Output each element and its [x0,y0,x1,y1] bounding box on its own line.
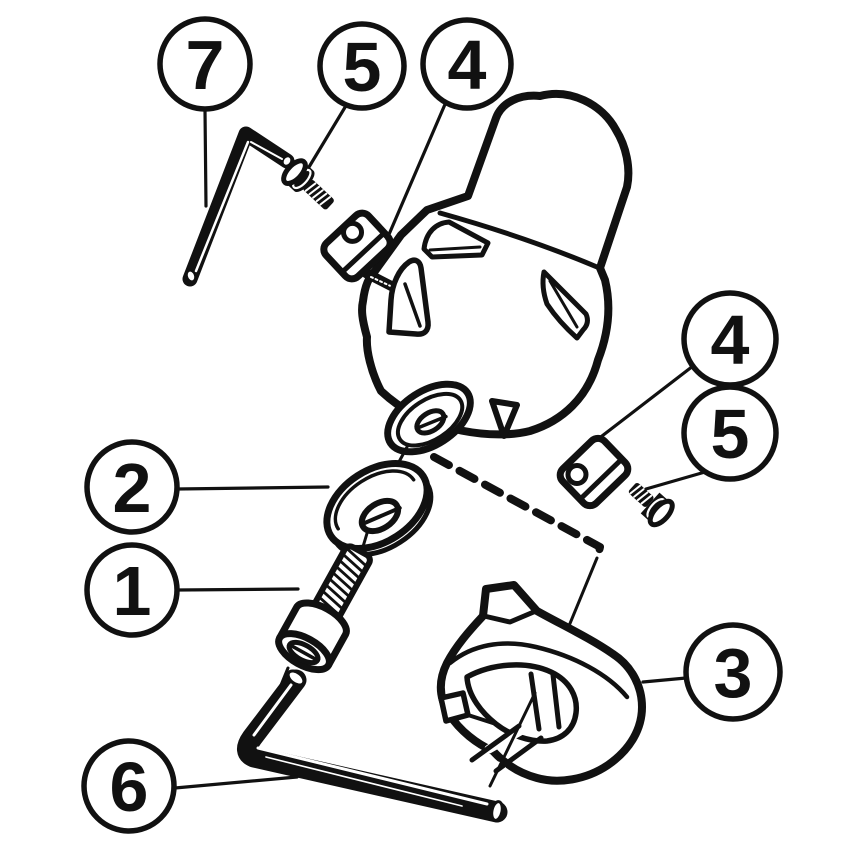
hex-key-large [237,669,508,823]
arbor-screw [275,543,373,674]
notch-wedge [489,398,520,439]
balloon-leader-line [307,102,349,169]
balloon-3: 3 [641,622,783,722]
key-tip-face [283,157,291,165]
balloon-1: 1 [84,542,300,638]
insert-pocket-upper [421,219,491,260]
balloon-number: 4 [448,26,487,104]
mounting-wrench [436,581,646,788]
balloon-number: 7 [186,26,225,104]
balloon-leader-line [176,587,300,592]
balloon-5: 5 [644,384,779,491]
insert-pocket-right [540,269,590,341]
main-body [358,89,633,456]
balloon-circle [317,21,407,111]
balloon-5: 5 [307,21,407,169]
balloon-circle [683,622,783,722]
balloon-number: 5 [343,28,382,106]
cartridge-right [556,434,632,510]
clamp-screw-right [628,482,675,528]
balloon-4: 4 [385,17,514,241]
balloon-leader-line [175,485,330,491]
balloon-7: 7 [157,16,253,208]
balloon-circle [157,16,253,112]
arbor-hub [384,380,474,456]
balloon-number: 6 [110,748,149,826]
balloon-number: 3 [714,634,753,712]
key-tip-face [187,271,195,281]
balloon-number: 2 [113,449,152,527]
balloon-number: 5 [711,395,750,473]
balloon-2: 2 [84,439,330,535]
balloon-leader-line [644,468,714,491]
balloon-number: 1 [113,552,152,630]
balloon-4: 4 [600,290,779,438]
balloon-circle [420,17,514,111]
key-tip-face [490,800,504,822]
balloon-leader-line [600,364,695,438]
hex-key-small [182,126,295,287]
clamp-screw-top [281,158,334,210]
clamp-finger [386,257,431,337]
balloon-leader-line [641,676,688,684]
balloon-leader-line [203,108,208,208]
cartridge-top [320,209,394,283]
balloon-circle [681,384,779,482]
balloon-circle [81,738,177,834]
key-tip-face [286,669,306,687]
balloon-circle [84,439,180,535]
washer [323,459,434,558]
alignment-dashed-line [430,453,604,564]
balloon-number: 4 [711,301,750,379]
balloon-6: 6 [81,738,299,834]
balloon-leader-line [385,100,448,241]
balloon-leader-line [173,775,299,790]
balloon-circle [84,542,180,638]
axis-centerline-mid [360,528,370,552]
